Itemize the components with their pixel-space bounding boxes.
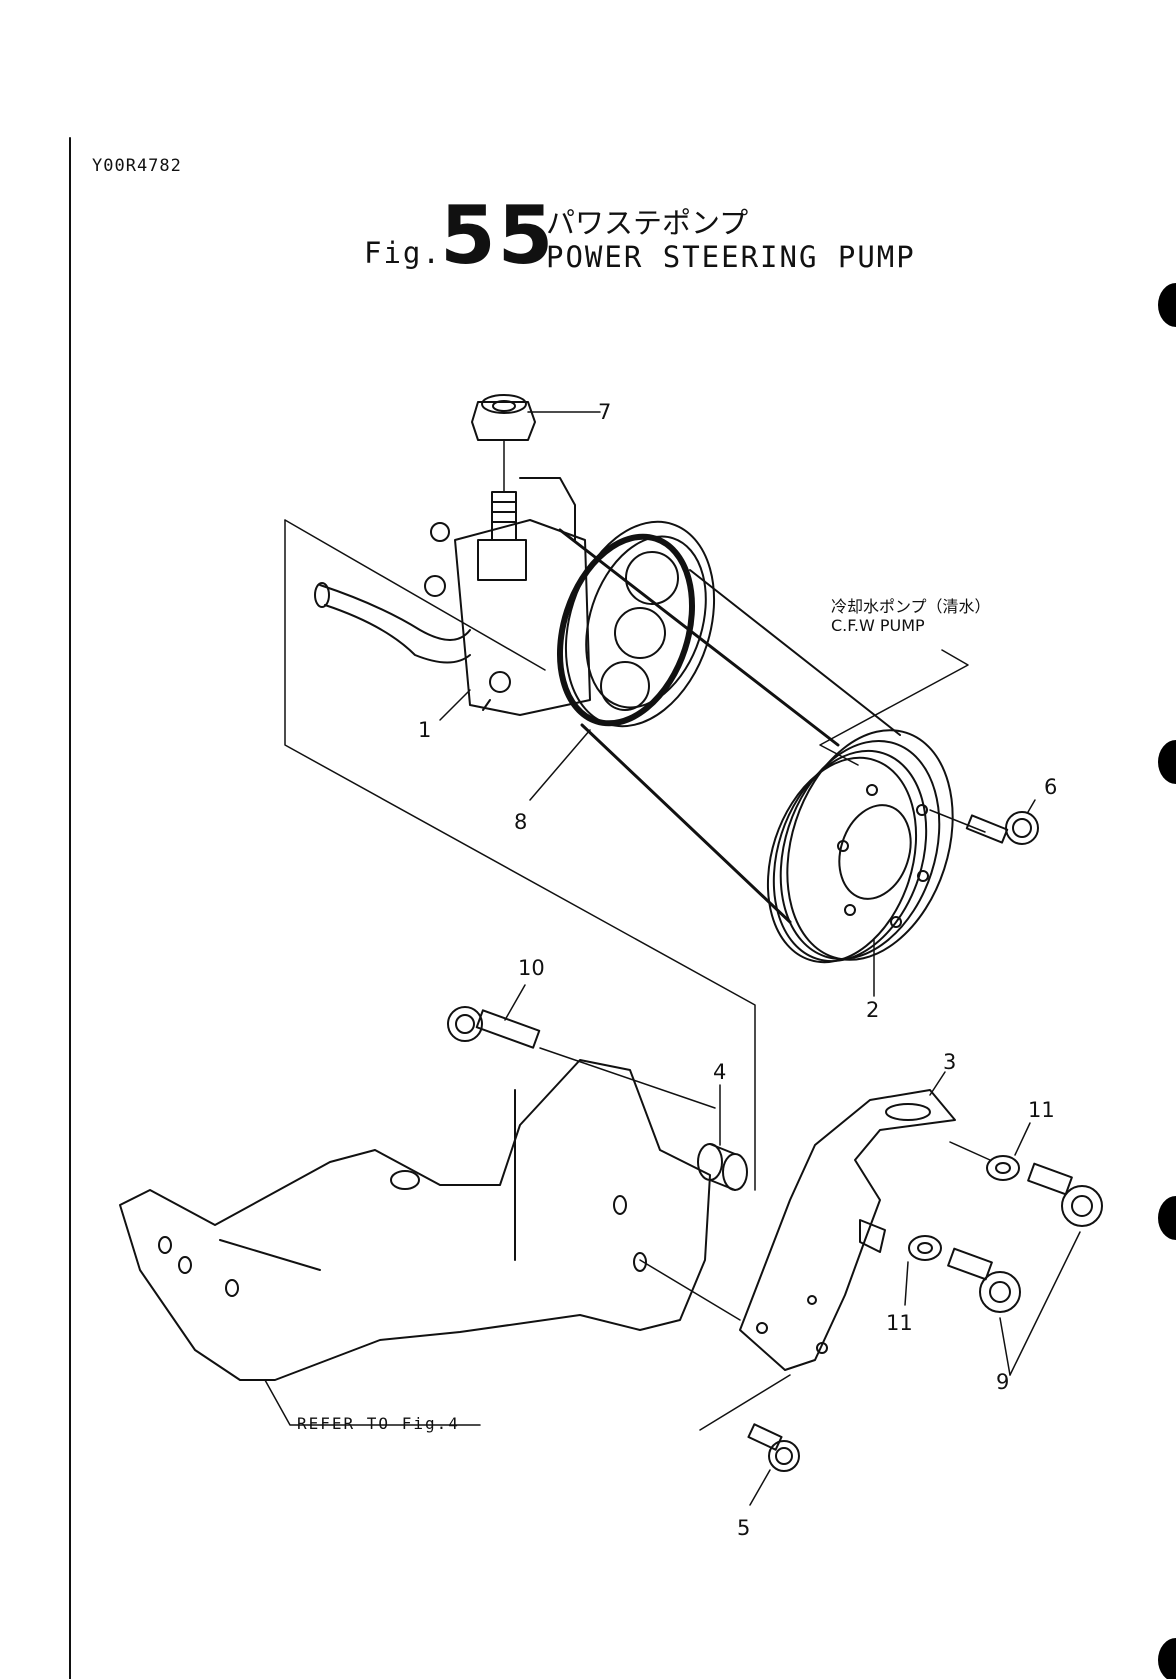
leader-lines (265, 690, 1035, 1505)
collar-drawing (698, 1144, 747, 1190)
part-number-6: 6 (1044, 775, 1057, 799)
part-number-10: 10 (518, 956, 545, 980)
part-number-5: 5 (737, 1516, 750, 1540)
pump-pulley-drawing (537, 503, 739, 746)
title-japanese: パワステポンプ (546, 200, 748, 242)
pump-body-drawing (315, 478, 590, 715)
title-english: POWER STEERING PUMP (546, 240, 916, 274)
cfw-pump-jp: 冷却水ポンプ（清水） (831, 597, 991, 616)
punch-holes (1158, 283, 1176, 1679)
bolt-5-drawing (700, 1375, 799, 1471)
part-number-8: 8 (514, 810, 527, 834)
part-number-7: 7 (598, 400, 611, 424)
part-number-11-lower: 11 (886, 1311, 913, 1335)
bolt-9-drawing (948, 1164, 1102, 1375)
bolt-10-drawing (448, 1007, 715, 1108)
part-number-1: 1 (418, 718, 431, 742)
fig-number: 55 (440, 196, 555, 276)
part-number-3: 3 (943, 1050, 956, 1074)
refer-note: REFER TO Fig.4 (297, 1414, 460, 1433)
part-number-4: 4 (713, 1060, 726, 1084)
part-number-11-upper: 11 (1028, 1098, 1055, 1122)
cfw-pump-en: C.F.W PUMP (831, 616, 991, 635)
mounting-bracket-drawing (120, 1060, 740, 1380)
bolt-6-drawing (930, 810, 1038, 844)
cfw-pump-callout: 冷却水ポンプ（清水） C.F.W PUMP (831, 597, 991, 635)
fig-prefix: Fig. (364, 236, 442, 270)
bracket-plate-drawing (740, 1090, 955, 1370)
part-number-2: 2 (866, 998, 879, 1022)
drawing-code: Y00R4782 (92, 156, 182, 176)
assembly-outline (285, 520, 755, 1190)
part-number-9: 9 (996, 1370, 1009, 1394)
crank-pulley-drawing (743, 709, 981, 982)
washer-drawing (909, 1142, 1019, 1260)
